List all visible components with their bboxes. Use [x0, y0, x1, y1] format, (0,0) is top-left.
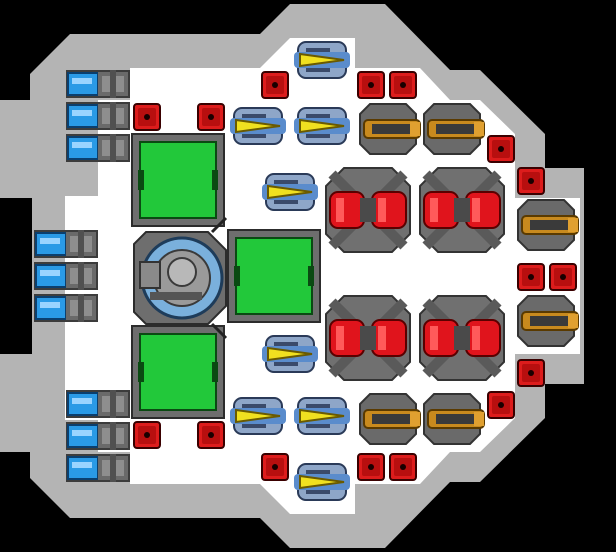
laser-turret-2[interactable]: [229, 107, 287, 145]
gold-cannon-6[interactable]: [423, 393, 485, 445]
laser-turret-5[interactable]: [261, 335, 319, 373]
thruster-group-bottom[interactable]: [65, 389, 131, 483]
gold-cannon-3[interactable]: [517, 199, 579, 251]
laser-turret-7[interactable]: [293, 397, 351, 435]
thruster-group-mid[interactable]: [33, 229, 99, 323]
laser-turret-4[interactable]: [261, 173, 319, 211]
hull-notch: [0, 198, 32, 294]
reactor-core[interactable]: [133, 231, 227, 325]
gold-cannon-1[interactable]: [359, 103, 421, 155]
heavy-cannon-3[interactable]: [326, 296, 410, 380]
laser-turret-8[interactable]: [293, 463, 351, 501]
room-top[interactable]: [131, 133, 225, 227]
laser-turret-1[interactable]: [293, 41, 351, 79]
room-bottom[interactable]: [131, 325, 225, 419]
heavy-cannon-2[interactable]: [420, 168, 504, 252]
laser-turret-3[interactable]: [293, 107, 351, 145]
gold-cannon-4[interactable]: [517, 295, 579, 347]
gold-cannon-5[interactable]: [359, 393, 421, 445]
room-center[interactable]: [227, 229, 321, 323]
pipe-detail: [210, 216, 228, 234]
thruster-group-top[interactable]: [65, 69, 131, 163]
laser-turret-6[interactable]: [229, 397, 287, 435]
heavy-cannon-4[interactable]: [420, 296, 504, 380]
heavy-cannon-1[interactable]: [326, 168, 410, 252]
gold-cannon-2[interactable]: [423, 103, 485, 155]
